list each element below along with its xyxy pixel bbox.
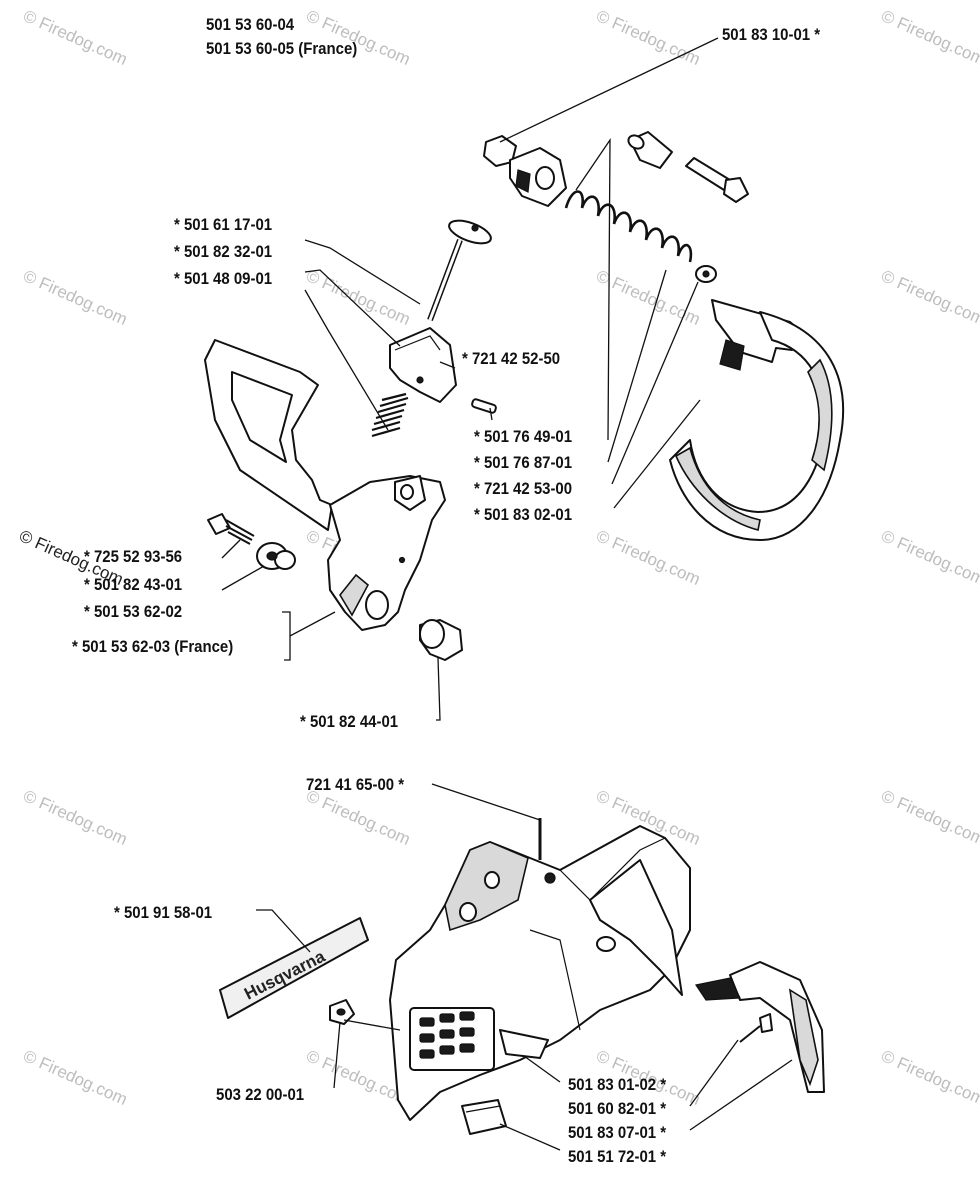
part-number-label: * 501 76 87-01 [474,454,572,472]
part-number-label: 501 53 60-05 (France) [206,40,357,58]
part-number-label: 501 51 72-01 * [568,1148,667,1166]
end-cap [695,265,717,283]
watermark: © Firedog.com [303,786,413,849]
part-number-label: 501 53 60-04 [206,16,294,34]
watermark: © Firedog.com [878,786,980,849]
pivot-screw [207,513,255,545]
watermark: © Firedog.com [20,6,130,69]
nut-and-bracket [483,135,567,207]
part-number-label: 721 41 65-00 * [306,776,405,794]
watermark: © Firedog.com [20,1046,130,1109]
part-number-label: * 501 61 17-01 [174,216,272,234]
pivot-bushing [256,542,296,570]
part-number-labels: 501 53 60-04 501 53 60-05 (France) 501 8… [72,16,821,1166]
part-number-label: * 501 91 58-01 [114,904,212,922]
part-number-label: 501 83 10-01 * [722,26,821,44]
watermark: © Firedog.com [878,266,980,329]
watermark: © Firedog.com [303,266,413,329]
part-number-label: * 501 53 62-02 [84,603,182,621]
part-number-label: * 501 48 09-01 [174,270,272,288]
small-pin [471,398,497,414]
guide-plate [461,1099,507,1135]
watermark: © Firedog.com [593,6,703,69]
small-spring [371,392,409,438]
latch-lever [389,327,457,403]
part-number-label: * 501 82 44-01 [300,713,398,731]
part-number-label: 501 83 07-01 * [568,1124,667,1142]
sleeve [627,131,673,169]
cover-vent-grille [409,1007,495,1071]
cover-nut [329,999,355,1025]
front-hand-guard [204,339,333,531]
spacer-sleeve [419,619,463,661]
part-number-label: 503 22 00-01 [216,1086,304,1104]
part-number-label: 501 60 82-01 * [568,1100,667,1118]
push-rod [427,219,492,322]
watermark: © Firedog.com [20,266,130,329]
watermark: © Firedog.com [593,526,703,589]
chain-catcher [695,961,825,1093]
part-number-label: * 725 52 93-56 [84,548,182,566]
brake-lever-plate [327,475,446,631]
part-number-label: * 501 82 43-01 [84,576,182,594]
watermark: © Firedog.com [303,6,413,69]
bolt [685,157,749,203]
large-spring [564,190,693,263]
part-number-label: * 501 82 32-01 [174,243,272,261]
part-number-label: * 501 53 62-03 (France) [72,638,233,656]
watermark: © Firedog.com [593,266,703,329]
watermark: © Firedog.com [878,6,980,69]
part-number-label: * 721 42 53-00 [474,480,572,498]
watermark: © Firedog.com [878,1046,980,1109]
watermark: © Firedog.com [20,786,130,849]
part-number-label: * 721 42 52-50 [462,350,560,368]
watermark: © Firedog.com [878,526,980,589]
part-number-label: * 501 83 02-01 [474,506,572,524]
part-number-label: 501 83 01-02 * [568,1076,667,1094]
part-number-label: * 501 76 49-01 [474,428,572,446]
brake-band [669,299,845,541]
leader-lines [221,37,793,1151]
catcher-screw [739,1013,773,1043]
